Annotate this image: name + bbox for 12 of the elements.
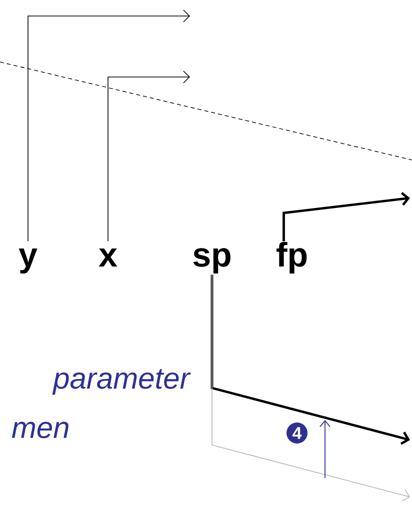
annotation-text: parameter <box>52 369 191 395</box>
arrow <box>108 70 190 242</box>
arrow <box>282 192 410 242</box>
variable-label: sp <box>193 248 230 274</box>
arrow <box>28 10 190 242</box>
variable-label: y <box>18 248 38 274</box>
callout-number: 4 <box>286 422 308 444</box>
annotation-text: men <box>12 422 68 438</box>
variable-label: fp <box>276 242 307 274</box>
variable-label: x <box>98 248 118 266</box>
arrow <box>212 274 410 502</box>
arrow <box>210 274 410 445</box>
